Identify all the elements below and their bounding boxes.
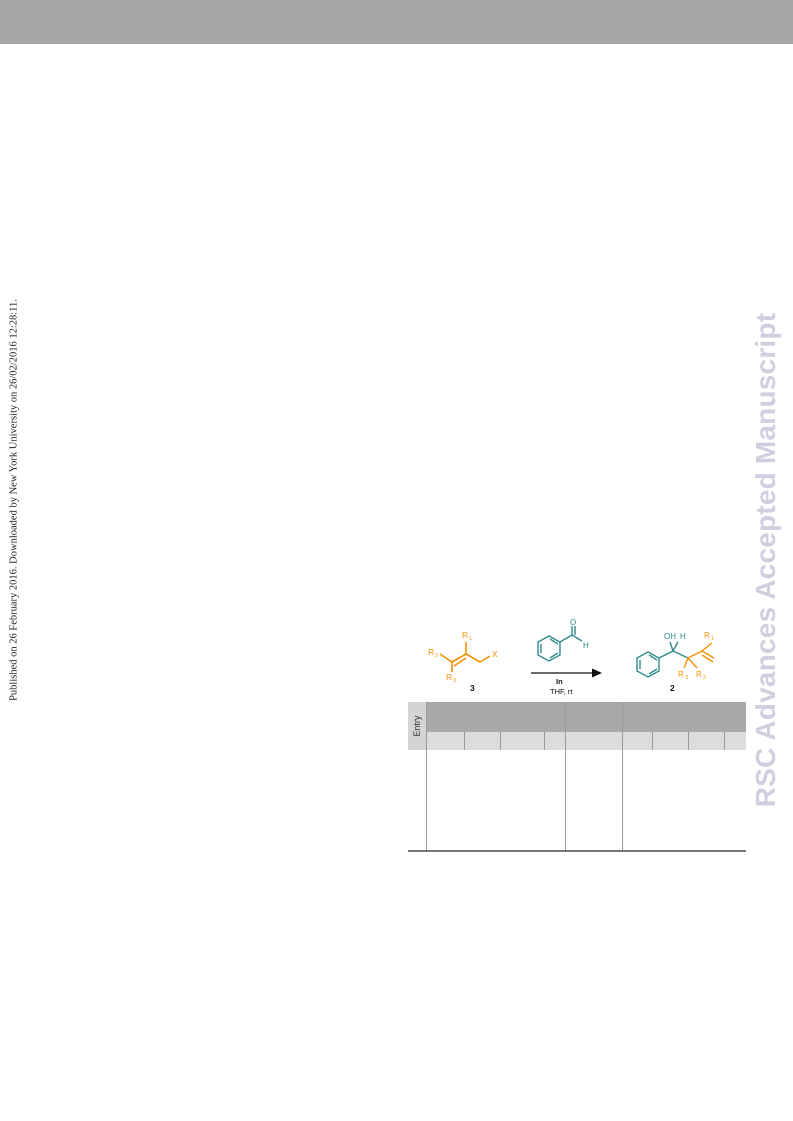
product-r2-sub: 2 [703,675,706,681]
aldehyde-h: H [583,641,589,650]
results-table: Entry [408,702,746,852]
table-divider [565,702,566,850]
product-r1: R [704,631,710,640]
allyl-halide-labels: R 1 R 2 R 3 X [428,630,498,684]
entry-column-header [408,702,426,750]
table-header-light [426,732,746,750]
reactant-r3-sub: 3 [453,678,456,684]
table-divider [544,732,545,750]
reaction-scheme-drawing: R 1 R 2 R 3 X 3 O H In [428,618,715,696]
table-divider [724,732,725,750]
reagent-label: In [556,677,563,686]
product-r2: R [696,670,702,679]
product-oh: OH [664,632,676,641]
header-bar [0,0,793,44]
entry-header-text: Entry [412,715,422,737]
watermark-text: RSC Advances Accepted Manuscript [750,312,781,808]
reactant-r2-sub: 2 [435,653,438,659]
conditions-label: THF, rt [550,687,573,696]
aldehyde-o: O [570,618,576,627]
reactant-r2: R [428,647,434,657]
reactant-x: X [492,649,498,659]
table-divider [688,732,689,750]
reactant-number: 3 [470,683,475,693]
publication-note-text: Published on 26 February 2016. Downloade… [8,299,20,701]
reactant-r3: R [446,672,452,682]
allyl-halide-structure [439,642,491,672]
product-h: H [680,632,686,641]
reactant-r1-sub: 1 [469,636,472,642]
homoallylic-alcohol-structure [636,641,715,678]
reactant-r1: R [462,630,468,640]
table-divider [426,702,427,850]
product-labels: OH H R 1 R 3 R 2 [664,631,714,681]
benzaldehyde-labels: O H [570,618,589,650]
table-divider [652,732,653,750]
reaction-arrow [531,668,602,678]
product-r3: R [678,670,684,679]
table-divider [464,732,465,750]
benzaldehyde-structure [537,626,583,662]
product-r1-sub: 1 [711,636,714,642]
table-divider [500,732,501,750]
product-number: 2 [670,683,675,693]
table-header-dark [426,702,746,732]
product-r3-sub: 3 [685,675,688,681]
table-bottom-rule [408,850,746,852]
reaction-scheme: R 1 R 2 R 3 X 3 O H In [408,618,748,700]
table-divider [622,702,623,850]
